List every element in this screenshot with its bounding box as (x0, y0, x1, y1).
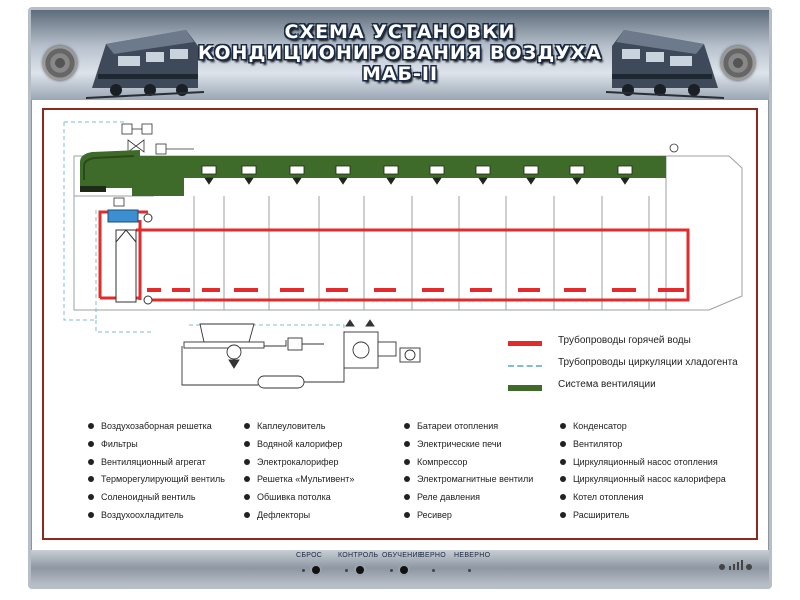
bullet-icon (560, 511, 566, 518)
legend-swatch-ventilation (508, 385, 542, 391)
control-label-reset: СБРОС (296, 552, 323, 559)
check-button[interactable] (356, 566, 364, 574)
correct-indicator-led (432, 569, 435, 572)
bullet-icon (244, 458, 250, 465)
compressor-unit (181, 319, 421, 389)
page-title: СХЕМА УСТАНОВКИ КОНДИЦИОНИРОВАНИЯ ВОЗДУХ… (160, 22, 640, 85)
bullet-icon (560, 458, 566, 465)
bullet-icon (244, 423, 250, 429)
bullet-icon (244, 494, 250, 501)
bullet-icon (560, 440, 566, 447)
bullet-icon (88, 423, 94, 429)
refrigerant-valves (113, 123, 679, 207)
control-label-correct: ВЕРНО (420, 552, 447, 559)
legend-label: Трубопроводы горячей воды (558, 335, 691, 346)
car-body-outline (73, 155, 743, 311)
training-indicator-led (390, 569, 393, 572)
reset-indicator-led (302, 569, 305, 572)
bullet-icon (404, 511, 410, 518)
reset-button[interactable] (312, 566, 320, 574)
control-label-wrong: НЕВЕРНО (454, 552, 491, 559)
control-label-training: ОБУЧЕНИЕ (382, 552, 423, 559)
legend-swatch-refrigerant (508, 365, 542, 367)
bullet-icon (404, 423, 410, 429)
bullet-icon (244, 440, 250, 447)
title-line-1: СХЕМА УСТАНОВКИ (284, 21, 516, 43)
header-banner (31, 10, 769, 100)
air-conditioning-diagram (63, 121, 743, 389)
bullet-icon (88, 476, 94, 483)
bullet-icon (244, 476, 250, 483)
bullet-icon (88, 511, 94, 518)
bullet-icon (404, 458, 410, 465)
bullet-icon (560, 423, 566, 429)
bullet-icon (404, 494, 410, 501)
legend-label: Трубопроводы циркуляции хладогента (558, 357, 738, 368)
bullet-icon (244, 511, 250, 518)
legend-label: Система вентиляции (558, 379, 656, 390)
ventilation-duct (80, 150, 666, 196)
bullet-icon (560, 476, 566, 483)
signal-level-icon (719, 560, 752, 570)
locomotive-image-left (86, 30, 204, 99)
check-indicator-led (345, 569, 348, 572)
bullet-icon (88, 440, 94, 447)
heating-batteries (147, 288, 684, 292)
wrong-indicator-led (468, 569, 471, 572)
bullet-icon (88, 494, 94, 501)
air-outlet-units (201, 165, 633, 185)
bullet-icon (88, 458, 94, 465)
title-line-2: КОНДИЦИОНИРОВАНИЯ ВОЗДУХА (197, 42, 603, 64)
bullet-icon (404, 476, 410, 483)
boiler-unit (107, 209, 153, 305)
hot-water-pipes (98, 210, 690, 302)
title-line-3: МАБ-II (361, 63, 439, 85)
legend-swatch-hot-water (508, 341, 542, 346)
training-button[interactable] (400, 566, 408, 574)
control-label-check: КОНТРОЛЬ (338, 552, 379, 559)
locomotive-image-right (606, 30, 724, 99)
speaker-grille-left (43, 46, 77, 80)
bullet-icon (404, 440, 410, 447)
bullet-icon (560, 494, 566, 501)
speaker-grille-right (721, 46, 755, 80)
